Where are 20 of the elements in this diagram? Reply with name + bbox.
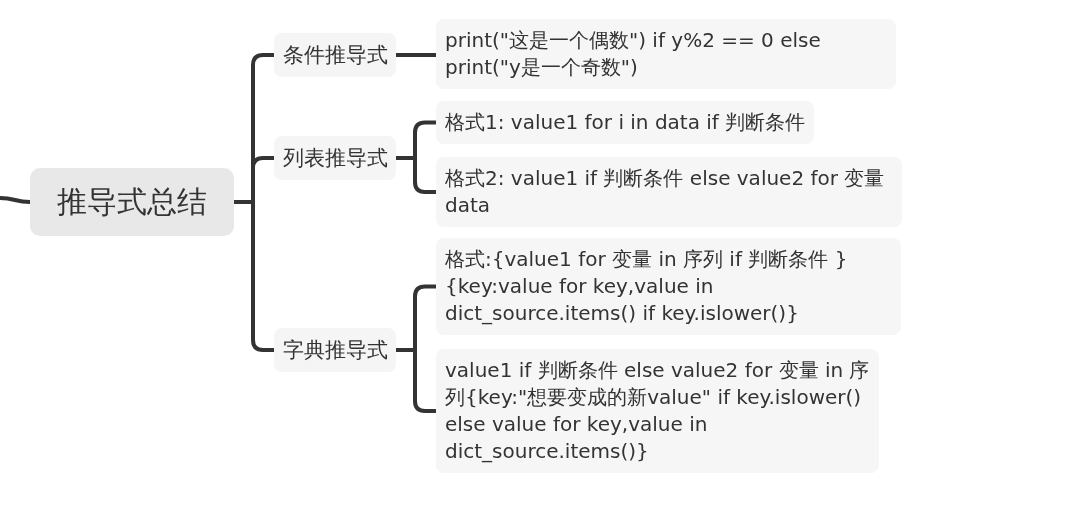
note-box	[436, 101, 815, 144]
connector-line	[0, 196, 31, 204]
subtopic-label: 字典推导式	[282, 337, 388, 364]
subtopic-box	[274, 33, 396, 77]
note-box	[436, 238, 901, 335]
note-box	[436, 349, 879, 473]
connector-line	[396, 53, 436, 57]
note-box	[436, 157, 902, 227]
code-text: print("这是一个偶数") if y%2 == 0 else print("y是一个奇数")	[445, 27, 822, 81]
subtopic-box	[274, 136, 396, 180]
code-text: 格式2: value1 if 判断条件 else value2 for 变量 data	[445, 165, 886, 219]
code-text: 格式:{value1 for 变量 in 序列 if 判断条件 }{key:value for key,value in dict_source.items() if key.islower()}	[445, 246, 849, 327]
central-topic-label: 推导式总结	[57, 183, 207, 221]
code-text: 格式1: value1 for i in data if 判断条件	[445, 109, 806, 136]
code-text: value1 if 判断条件 else value2 for 变量 in 序列{key:"想要变成的新value" if key.islower() else value for key,value in dict_source.items()}	[445, 357, 870, 465]
subtopic-label: 列表推导式	[282, 145, 388, 172]
subtopic-label: 条件推导式	[282, 42, 388, 69]
note-box	[436, 19, 896, 89]
central-topic-box	[30, 168, 234, 236]
subtopic-box	[274, 328, 396, 372]
